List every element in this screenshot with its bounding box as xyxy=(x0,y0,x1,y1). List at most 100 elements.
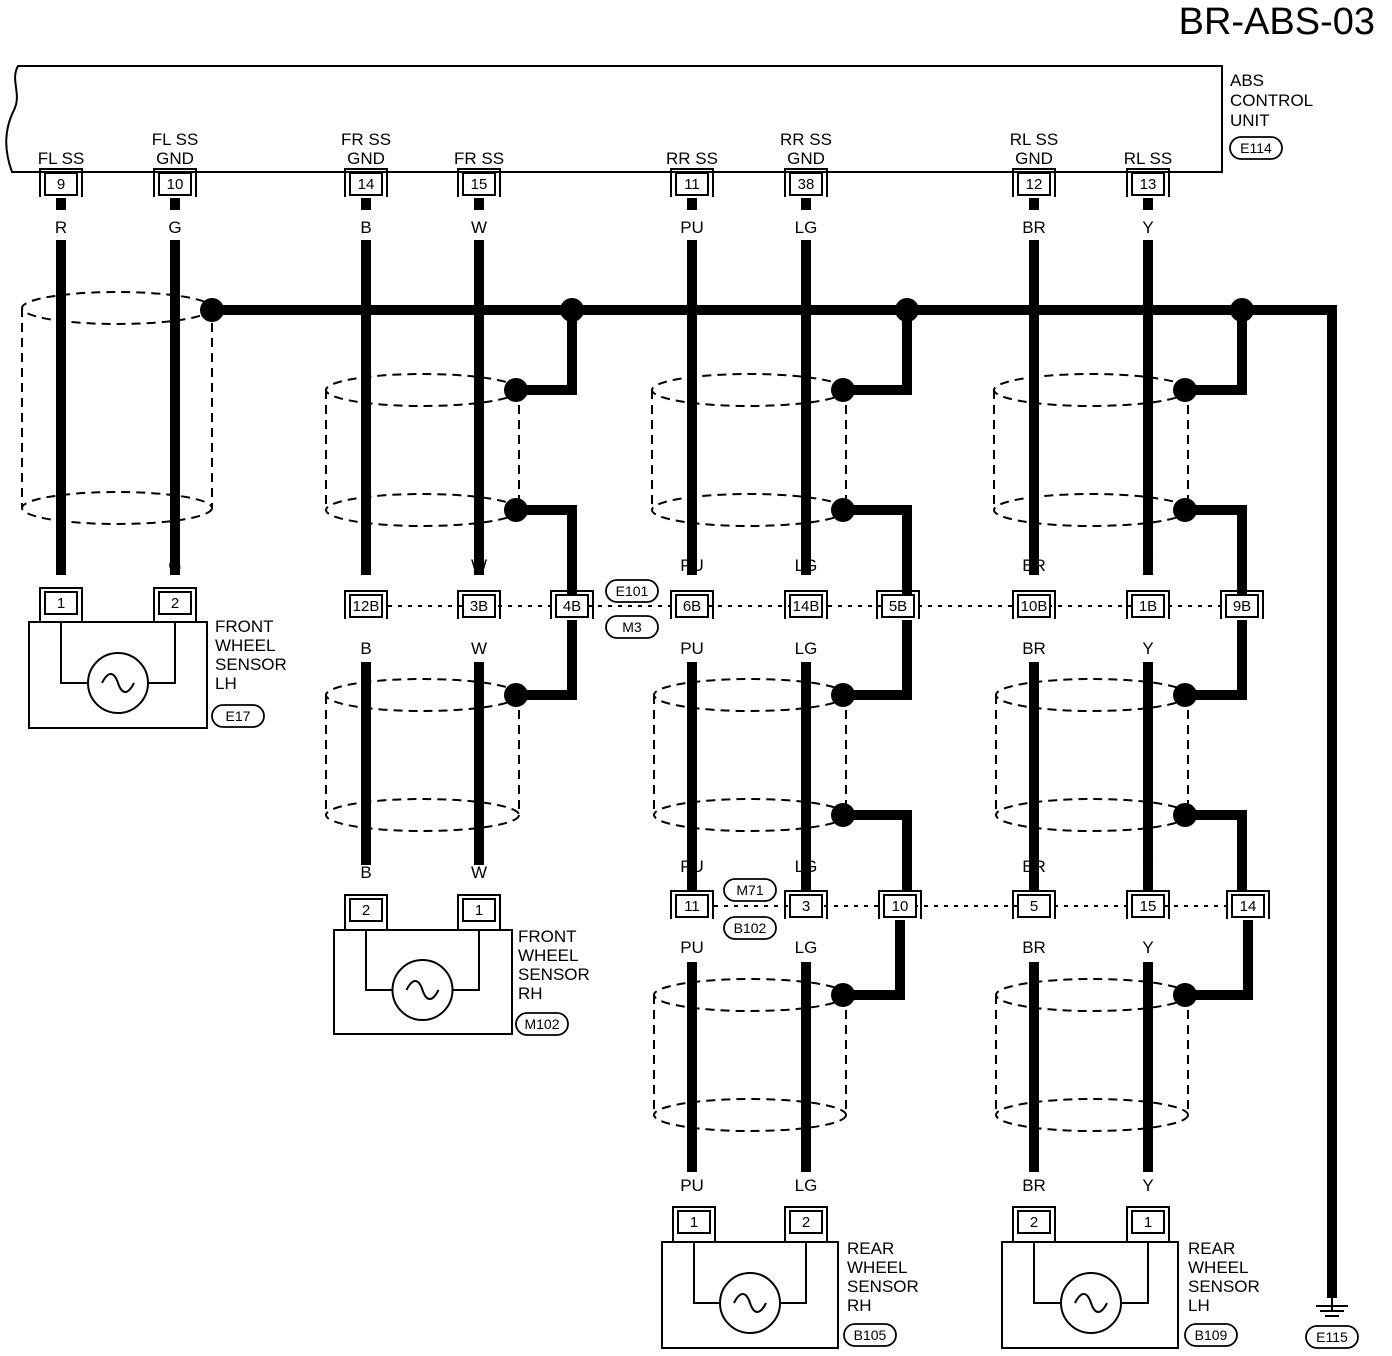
shield-upper-2-bottom xyxy=(325,493,520,527)
cu-pin-stub-38 xyxy=(801,198,811,210)
sensor-pin-bracket-rl-2 xyxy=(1012,1206,1056,1242)
sensor-label-rl-1: WHEEL xyxy=(1188,1258,1248,1277)
sensor-wave-icon-rr xyxy=(733,1293,767,1313)
j2-pin-3-number: 3 xyxy=(802,898,810,915)
j2-pin-5-bracket xyxy=(1012,890,1056,919)
sensor-label-fr-0: FRONT xyxy=(518,927,577,946)
sensor-label-fr-2: SENSOR xyxy=(518,965,590,984)
low-color-b-1: Y xyxy=(1142,1176,1153,1195)
j2-color-above-PU: PU xyxy=(680,857,704,876)
sensor-pin-rr-1: 1 xyxy=(690,1214,698,1231)
diagram-title: BR-ABS-03 xyxy=(1179,1,1375,43)
j2-pin-10-box xyxy=(883,894,917,918)
cu-pin-13-bracket xyxy=(1126,168,1170,197)
ground-symbol: B E115 xyxy=(1305,1267,1359,1349)
low-color-b-0: LG xyxy=(795,1176,818,1195)
j1-pin-10B-box xyxy=(1017,594,1051,618)
cu-pin-10-number: 10 xyxy=(167,176,184,193)
sensor-pin-box-rl-2 xyxy=(1017,1210,1051,1234)
shield-low-0-bottom xyxy=(653,1098,847,1132)
cu-wire-color-12: BR xyxy=(1022,218,1046,237)
junction-2-conn-a-label: M71 xyxy=(736,882,763,898)
j2-pin-11-number: 11 xyxy=(684,898,700,915)
j1-color-above: W xyxy=(471,556,487,575)
fr-color-w-low: W xyxy=(471,863,487,882)
drain-upper-6 xyxy=(1185,310,1247,395)
j1-pin-1B-bracket xyxy=(1126,590,1170,619)
shield-mid-1-bottom xyxy=(995,798,1189,832)
cu-wire-color-13: Y xyxy=(1142,218,1153,237)
shield-low-0 xyxy=(653,978,847,1132)
sensor-label-rr-0: REAR xyxy=(847,1239,894,1258)
sensor-label-fr-3: RH xyxy=(518,984,543,1003)
ground-wire-color: B xyxy=(1326,1267,1337,1286)
sensor-pin-bracket-rr-1 xyxy=(672,1206,716,1242)
control-unit-label-2: CONTROL xyxy=(1230,91,1313,110)
sensor-pin-rr-2: 2 xyxy=(802,1214,810,1231)
low-color-a-0: PU xyxy=(680,1176,704,1195)
cu-pin-38-bracket xyxy=(784,168,828,197)
j2-pin-11-box xyxy=(675,894,709,918)
sensor-pin-fl-2: 2 xyxy=(171,595,179,612)
j1-pin-6B-number: 6B xyxy=(683,598,701,615)
shield-upper-2 xyxy=(325,373,520,527)
j1-color-below-BR: BR xyxy=(1022,639,1046,658)
ground-connector: E115 xyxy=(1316,1329,1348,1345)
cu-pin-38-number: 38 xyxy=(798,176,815,193)
drain-mid-down-1 xyxy=(1185,810,1247,890)
j2-color-above-BR: BR xyxy=(1022,857,1046,876)
j1-pin-4B-box xyxy=(555,594,589,618)
sensor-label-fl-3: LH xyxy=(215,674,237,693)
drain-mid-2 xyxy=(516,505,577,595)
shield-low-1-top xyxy=(995,978,1189,1012)
fl-color-r: R xyxy=(55,556,67,575)
sensor-connector-rl: B109 xyxy=(1195,1327,1228,1343)
drain-mid-4 xyxy=(843,505,912,595)
cu-pin-9-bracket xyxy=(39,168,83,197)
sensor-pin-rl-1: 1 xyxy=(1144,1214,1152,1231)
cu-pin-11-bracket xyxy=(670,168,714,197)
shield-mid-1-top xyxy=(995,678,1189,712)
j2-pin-10-number: 10 xyxy=(892,898,909,915)
cu-pin-name-13: RL SS xyxy=(1124,149,1173,168)
j2-pin-3-bracket xyxy=(784,890,828,919)
cu-pin-stub-10 xyxy=(170,198,180,210)
sensor-pin-box-fr-2 xyxy=(349,898,383,922)
sensor-pin-fr-2: 2 xyxy=(362,902,370,919)
cu-pin-13-number: 13 xyxy=(1140,176,1157,193)
shield-upper-4 xyxy=(651,373,847,527)
j1-pin-14B-bracket xyxy=(784,590,828,619)
control-unit-connector: E114 xyxy=(1240,140,1272,156)
shield-mid-1 xyxy=(995,678,1189,832)
j1-pin-3B-number: 3B xyxy=(470,598,488,615)
cu-pin-stub-9 xyxy=(56,198,66,210)
shield-upper-2-top xyxy=(325,373,520,407)
sensor-pin-box-fl-1 xyxy=(44,591,78,615)
j1-color-below-B: B xyxy=(360,639,371,658)
sensor-box-fl xyxy=(28,621,208,729)
abs-control-unit: ABS CONTROL UNIT E114 xyxy=(5,65,1313,173)
sensor-label-rr-2: SENSOR xyxy=(847,1277,919,1296)
cu-pin-15-bracket xyxy=(457,168,501,197)
sensor-lead-b-rl xyxy=(1121,1242,1149,1304)
sensor-label-rl-3: LH xyxy=(1188,1296,1210,1315)
cu-pin-gnd-14: GND xyxy=(347,149,385,168)
cu-pin-stub-15 xyxy=(474,198,484,210)
cu-pin-9-box xyxy=(44,172,78,196)
j2-pin-5-box xyxy=(1017,894,1051,918)
junction-1-conn-a-oval xyxy=(605,579,659,603)
shield-mid-0-top xyxy=(653,678,847,712)
shield-fl-top xyxy=(21,291,213,325)
j2-color-below-PU: PU xyxy=(680,938,704,957)
drain-mid-up-1 xyxy=(1185,620,1247,700)
cu-pin-stub-11 xyxy=(687,198,697,210)
sensor-conn-oval-rr xyxy=(843,1323,897,1347)
j1-color-above: Y xyxy=(1142,556,1153,575)
shield-fr-lower-top xyxy=(325,678,520,712)
j1-pin-1B-box xyxy=(1131,594,1165,618)
cu-wire-color-10: G xyxy=(168,218,181,237)
junction-2-conn-b-oval xyxy=(723,916,777,940)
cu-pin-13-box xyxy=(1131,172,1165,196)
sensor-lead-b-fr xyxy=(452,930,480,991)
